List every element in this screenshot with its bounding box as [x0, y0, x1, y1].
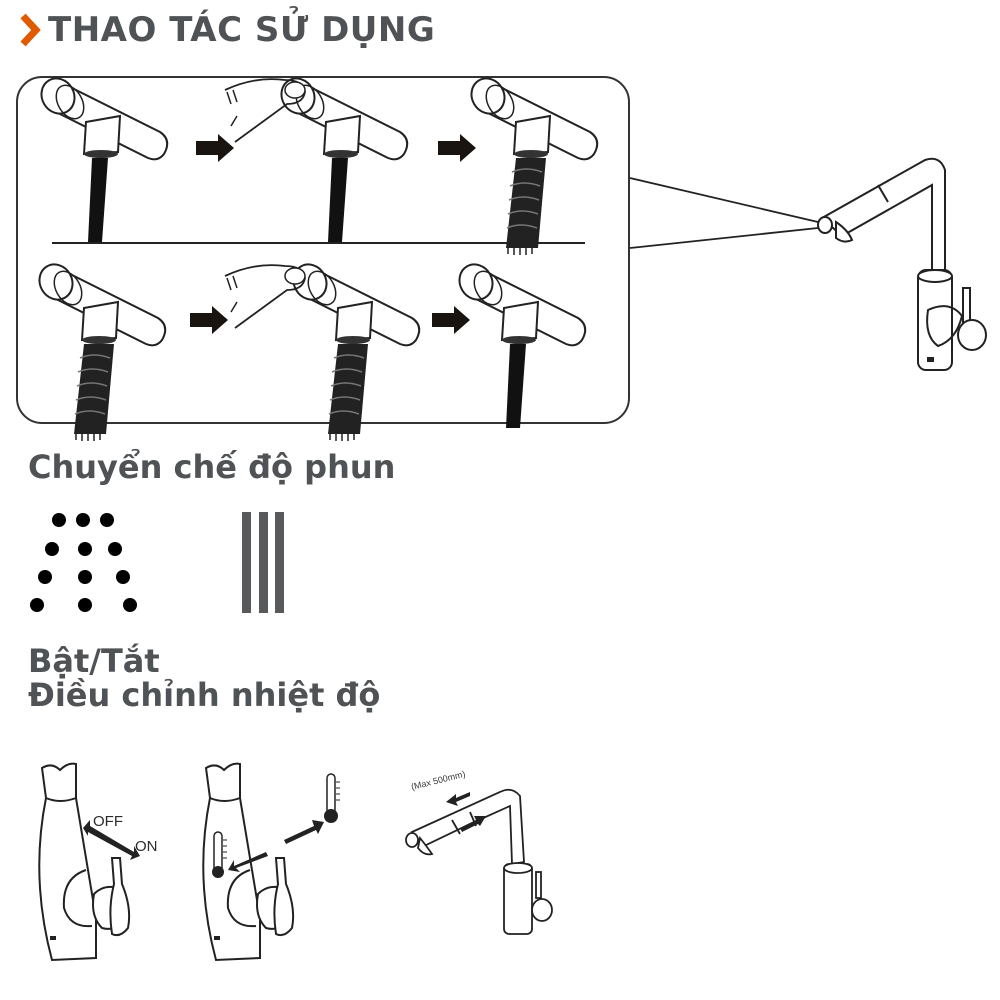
- faucet-full-icon: [817, 157, 987, 371]
- faucet-pullout-figure: [405, 788, 553, 935]
- spray-mode-heading: Chuyển chế độ phun: [28, 448, 396, 486]
- spray-dots-icon: [30, 513, 137, 612]
- on-label: ON: [135, 838, 158, 855]
- page-title: THAO TÁC SỬ DỤNG: [18, 10, 435, 50]
- off-label: OFF: [93, 813, 123, 830]
- stream-lines-icon: [242, 512, 284, 613]
- page-title-text: THAO TÁC SỬ DỤNG: [48, 10, 436, 50]
- callout-box: [16, 76, 630, 424]
- chevron-right-icon: [20, 13, 41, 47]
- thermometer-hot-icon: [324, 773, 340, 823]
- on-off-heading: Bật/Tắt: [28, 642, 160, 680]
- thermometer-cold-icon: [212, 831, 227, 878]
- control-heading: Bật/Tắt Điều chỉnh nhiệt độ: [28, 644, 380, 712]
- temperature-heading: Điều chỉnh nhiệt độ: [28, 676, 381, 714]
- max-length-label: (Max 500mm): [410, 769, 466, 792]
